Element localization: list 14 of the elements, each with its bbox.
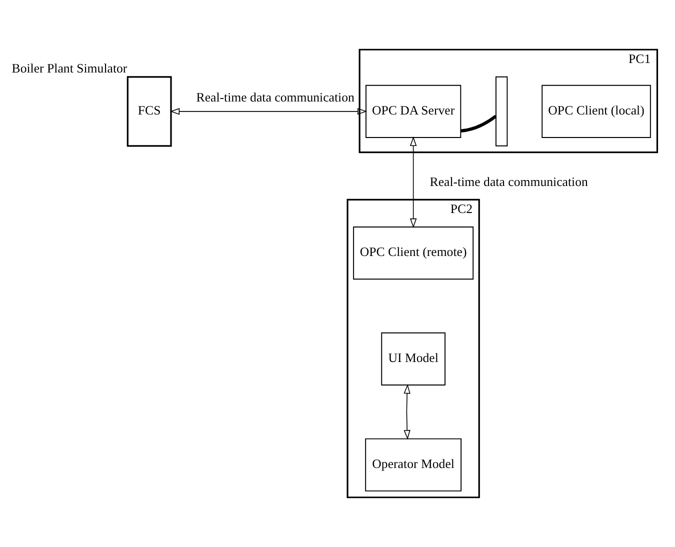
- node-box: FCS: [126, 76, 172, 147]
- arrow: [404, 384, 410, 440]
- connector: [460, 114, 497, 132]
- node-box: OPC Client (remote): [353, 226, 474, 280]
- arrow: [410, 136, 417, 228]
- node-box: Operator Model: [365, 438, 462, 492]
- edge-label: Real-time data communication: [196, 90, 354, 105]
- edge-label: Real-time data communication: [430, 174, 588, 189]
- node-label: Boiler Plant Simulator: [12, 62, 128, 76]
- node-box: OPC DA Server: [366, 84, 462, 138]
- node-box: OPC Client (local): [542, 84, 651, 138]
- node-bar: [496, 76, 508, 146]
- arrow: [170, 108, 368, 115]
- node-box: UI Model: [381, 332, 446, 386]
